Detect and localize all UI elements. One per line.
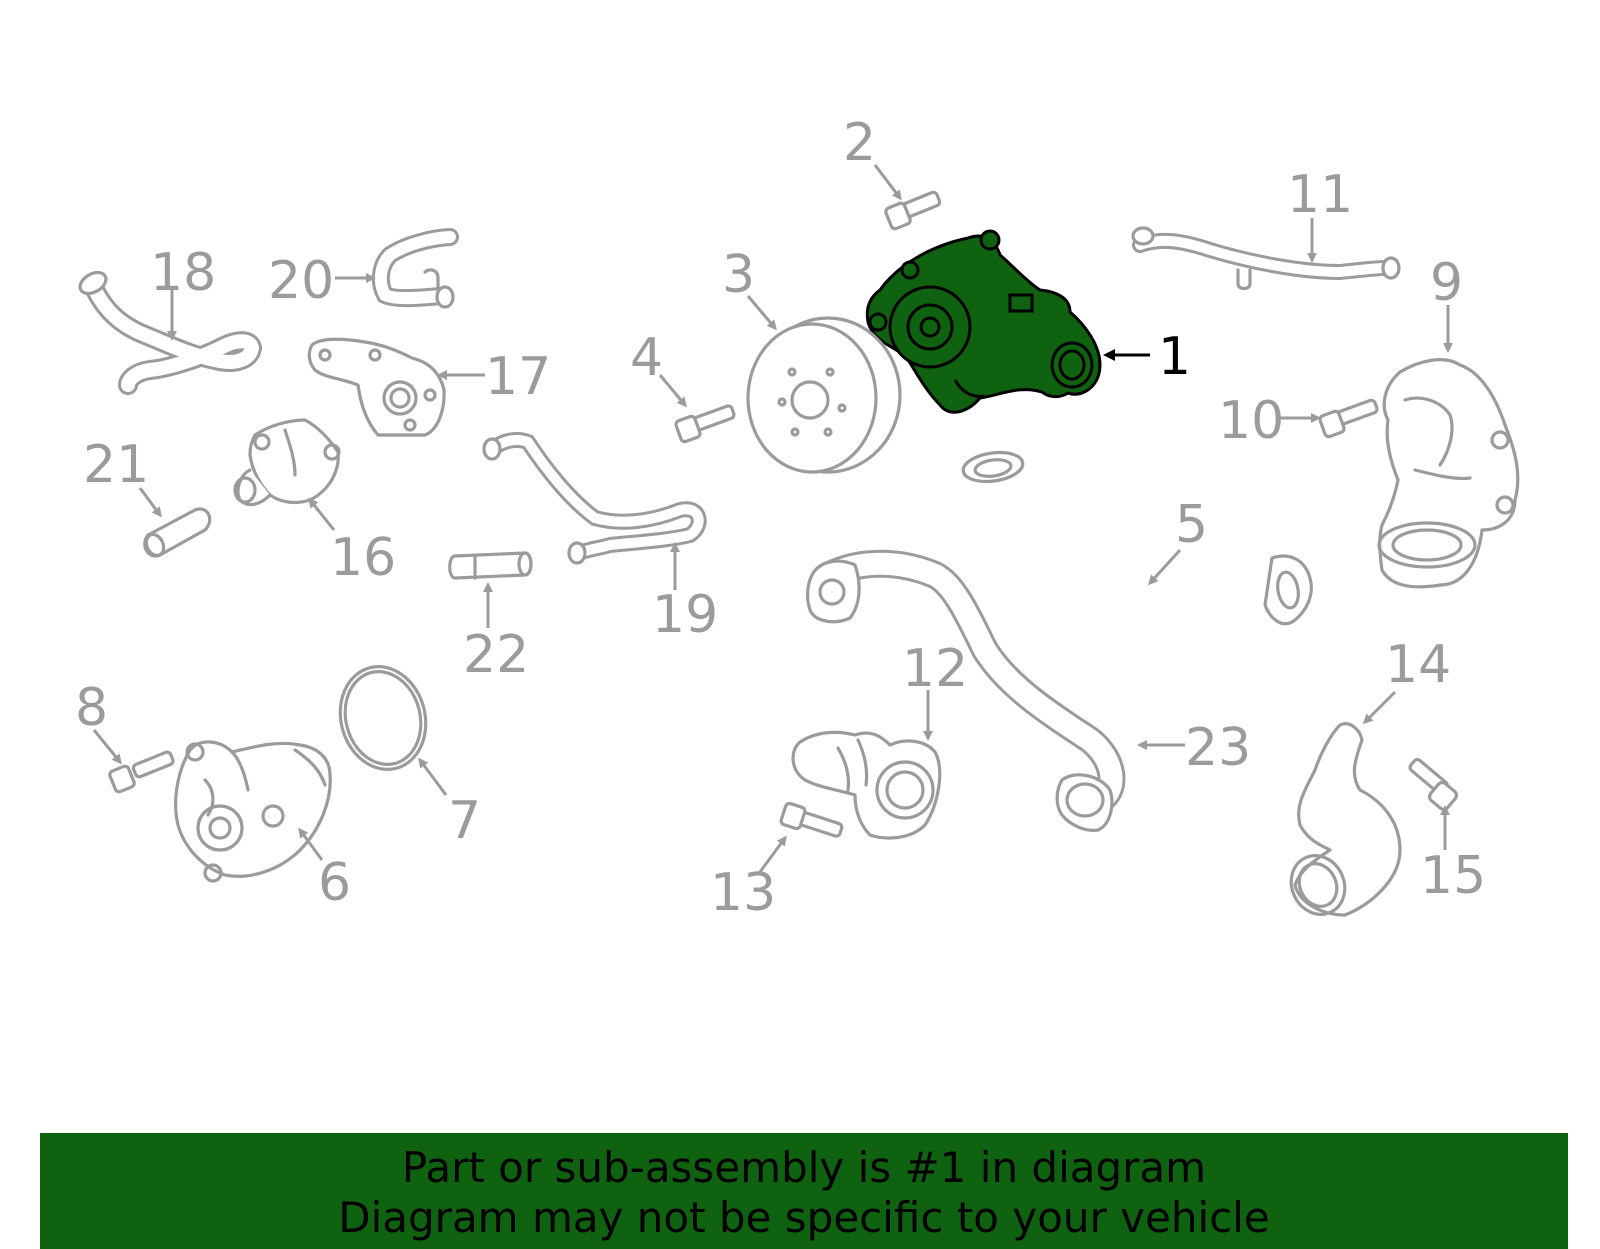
part-9-water-outlet-housing[interactable] (1377, 358, 1520, 589)
part-11-pipe[interactable] (1131, 226, 1401, 291)
callout-3: 3 (722, 245, 755, 305)
callout-22: 22 (463, 625, 529, 685)
callout-21: 21 (83, 435, 149, 495)
callout-11: 11 (1287, 165, 1353, 225)
callout-9: 9 (1430, 253, 1463, 313)
info-banner: Part or sub-assembly is #1 in diagram Di… (40, 1133, 1568, 1249)
part-20-hose[interactable] (371, 228, 459, 309)
banner-line-2: Diagram may not be specific to your vehi… (338, 1193, 1270, 1242)
callout-16-arrow (308, 497, 336, 531)
part-19-pipe[interactable] (482, 431, 707, 565)
callout-2: 2 (843, 113, 876, 173)
callout-7: 7 (448, 791, 481, 851)
callout-17: 17 (485, 347, 551, 407)
callout-8-arrow (92, 729, 122, 765)
part-13-bolt[interactable] (779, 801, 844, 838)
part-18-hose[interactable] (76, 268, 263, 395)
part-16-auxiliary-water-pump[interactable] (233, 418, 341, 507)
callout-15: 15 (1420, 846, 1486, 906)
part-4-bolt[interactable] (674, 404, 736, 444)
callout-21-arrow (138, 487, 162, 518)
part-22-connector[interactable] (448, 551, 533, 580)
part-6-thermostat-housing[interactable] (174, 740, 332, 883)
callout-13: 13 (710, 863, 776, 923)
callout-7-arrow (418, 757, 448, 796)
callout-4: 4 (630, 328, 663, 388)
callout-1: 1 (1158, 327, 1191, 387)
callout-5-arrow (1147, 548, 1182, 586)
part-8-bolt[interactable] (108, 750, 175, 794)
part-23-pipe[interactable] (805, 549, 1126, 832)
callout-8: 8 (75, 678, 108, 738)
callout-19: 19 (652, 585, 718, 645)
callout-13-arrow (758, 835, 787, 873)
callout-5: 5 (1175, 495, 1208, 555)
part-10-bolt[interactable] (1318, 398, 1379, 439)
callout-6: 6 (318, 853, 351, 913)
callout-14-arrow (1362, 690, 1397, 725)
callout-10: 10 (1218, 391, 1284, 451)
part-3-pulley[interactable] (746, 316, 902, 474)
part-14-hose-elbow[interactable] (1282, 722, 1402, 924)
callout-20: 20 (268, 251, 334, 311)
parts-diagram: 1 2 3 4 5 (75, 113, 1520, 924)
callout-2-arrow (873, 164, 902, 201)
part-7-o-ring[interactable] (329, 657, 437, 779)
part-5-pipe[interactable] (961, 449, 1313, 644)
callout-18: 18 (150, 243, 216, 303)
part-15-bolt[interactable] (1408, 757, 1459, 812)
part-2-bolt[interactable] (884, 190, 942, 231)
part-1-water-pump[interactable] (865, 229, 1102, 414)
callout-14: 14 (1385, 635, 1451, 695)
part-17-bracket[interactable] (307, 337, 446, 437)
callout-23: 23 (1185, 718, 1251, 778)
part-12-water-inlet[interactable] (791, 730, 942, 840)
banner-line-1: Part or sub-assembly is #1 in diagram (401, 1143, 1207, 1192)
callout-3-arrow (746, 295, 777, 331)
callout-4-arrow (658, 374, 687, 408)
part-21-hose-connector[interactable] (143, 507, 212, 558)
callout-6-arrow (298, 827, 324, 861)
callout-16: 16 (330, 528, 396, 588)
callout-12: 12 (902, 639, 968, 699)
